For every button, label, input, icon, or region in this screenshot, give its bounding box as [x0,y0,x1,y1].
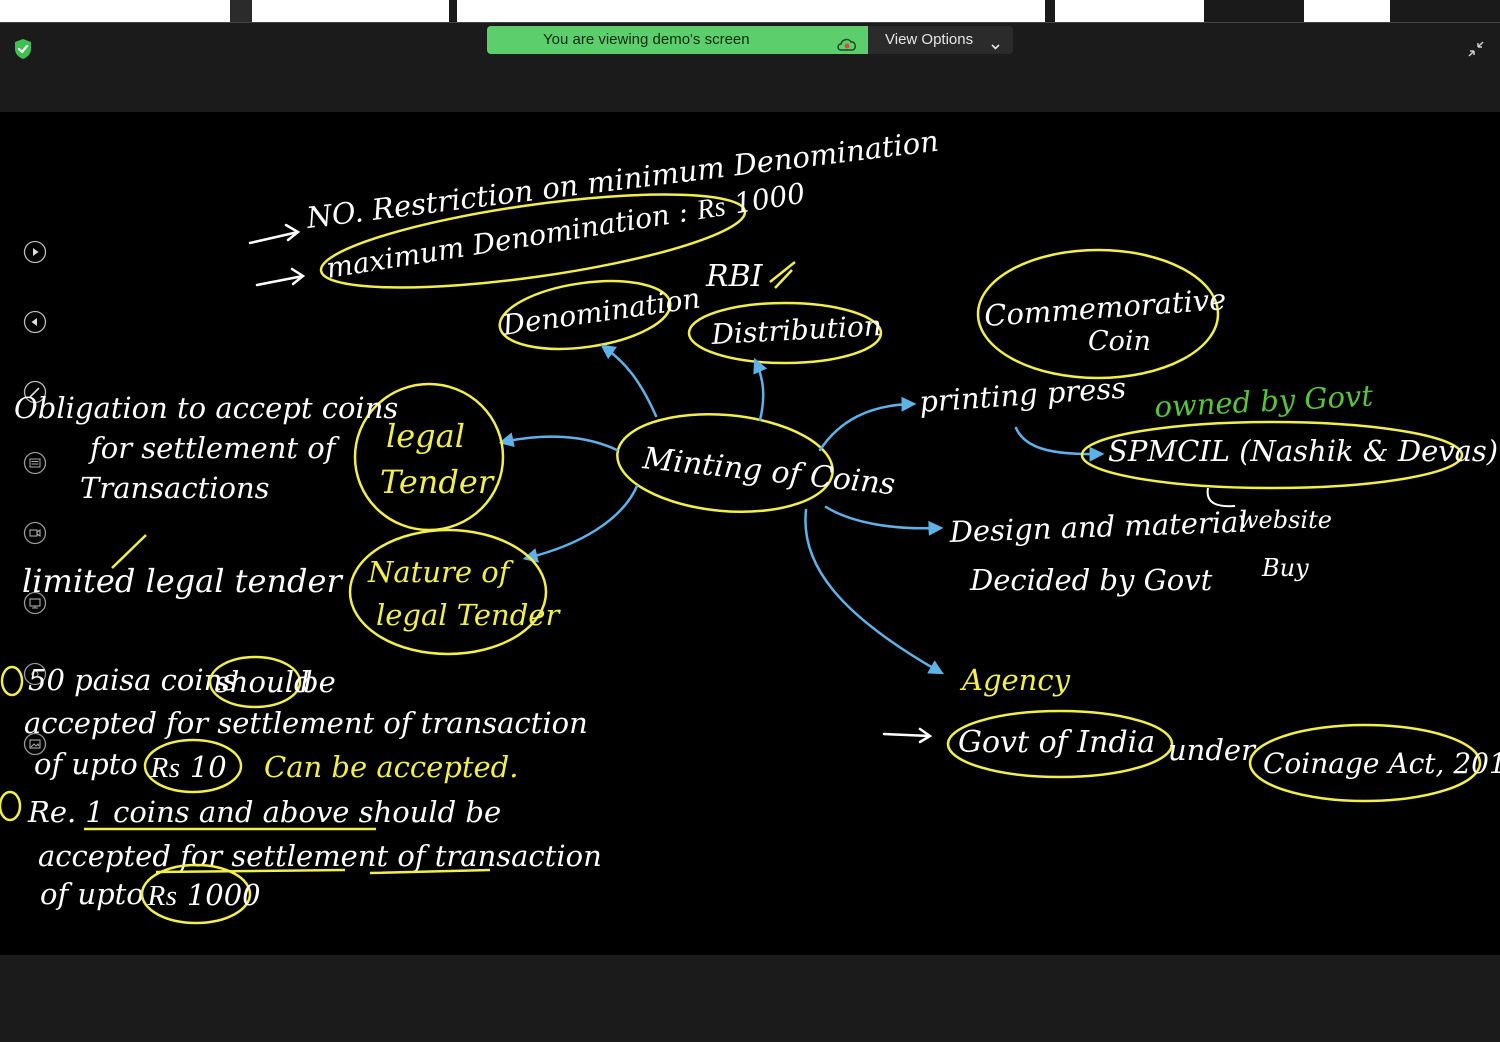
tender-label: Tender [380,463,495,501]
p1-rs10: ₨ 10 [150,750,227,784]
brightness-icon[interactable] [23,662,47,686]
point-2-marker [0,790,22,822]
design-material-label: Design and material [948,505,1248,549]
distribution-ring [687,301,883,365]
distribution-label: Distribution [710,309,883,351]
website-label: website [1238,506,1332,534]
exit-fullscreen-icon[interactable] [1466,39,1486,59]
legal-tender-sub-label: legal Tender [376,598,561,632]
coinage-act-label: Coinage Act, 2011 [1263,747,1500,780]
rbi-note: RBI [705,259,764,294]
p2-line-2: accepted for settlement of transaction [38,839,602,873]
legal-label: legal [386,417,465,455]
p2-line-1: Re. 1 coins and above should be [27,795,501,829]
govt-india-ring [946,709,1174,779]
nature-legal-tender-ring [348,528,548,656]
commemorative-ring [976,248,1220,380]
printing-press-label: printing press [918,371,1127,419]
p1-accepted-line: accepted for settlement of transaction [24,706,588,740]
p1-of-upto: of upto [34,747,138,781]
pen-icon[interactable] [23,380,47,404]
p1-be: be [300,665,336,699]
top-notes: NO. Restriction on minimum Denomination … [248,124,941,294]
play-icon[interactable] [23,240,47,264]
spmcil-label: SPMCIL (Nashik & Devas) [1108,434,1498,468]
minting-of-coins-label: Minting of Coins [640,441,897,502]
coinage-act-ring [1248,723,1482,803]
obligation-line-2: for settlement of [88,431,341,465]
max-denom-ring [319,193,747,289]
screen-icon[interactable] [23,591,47,615]
notes-icon[interactable] [23,451,47,475]
should-ring [208,655,302,709]
point-1-marker [0,665,24,697]
nature-of-label: Nature of [367,555,515,589]
p2-of-upto: of upto [40,877,144,911]
bottom-bar [0,955,1500,1042]
top-window-strip [0,0,1500,22]
agency-label: Agency [959,663,1071,697]
chevron-down-icon [990,34,1001,50]
denomination-ring [498,279,672,351]
video-icon[interactable] [23,521,47,545]
govt-of-india-label: Govt of India [958,725,1155,760]
back-icon[interactable] [23,310,47,334]
viewing-screen-text: You are viewing demo's screen [543,31,750,48]
viewing-screen-banner: You are viewing demo's screen [487,26,868,54]
rs10-ring [143,738,243,794]
p1-should: should [215,665,313,699]
commemorative-coin-label: Coin [1088,326,1151,357]
p2-rs1000: ₨ 1000 [147,878,261,912]
view-options-label: View Options [885,31,974,48]
owned-by-govt-label: owned by Govt [1154,379,1375,424]
buy-label: Buy [1261,554,1309,582]
p1-can-be-accepted: Can be accepted. [264,750,518,784]
shield-check-icon[interactable] [12,38,34,60]
view-options-button[interactable]: View Options [868,26,1013,54]
denomination-label: Denomination [499,282,702,343]
p1-fifty-paisa: 50 paisa coins [28,663,237,697]
mindmap-connectors [498,344,1105,675]
limited-legal-tender: limited legal tender [22,562,343,600]
spmcil-ring [1080,420,1464,490]
cloud-recording-icon [836,33,858,51]
whiteboard-area [0,112,1500,955]
gallery-icon[interactable] [23,732,47,756]
under-label: under [1168,733,1257,767]
rs1000-ring [140,863,252,925]
decided-by-govt-label: Decided by Govt [969,563,1213,597]
obligation-line-3: Transactions [80,471,270,505]
obligation-line-1: Obligation to accept coins [14,391,398,425]
minting-ring [616,413,834,513]
